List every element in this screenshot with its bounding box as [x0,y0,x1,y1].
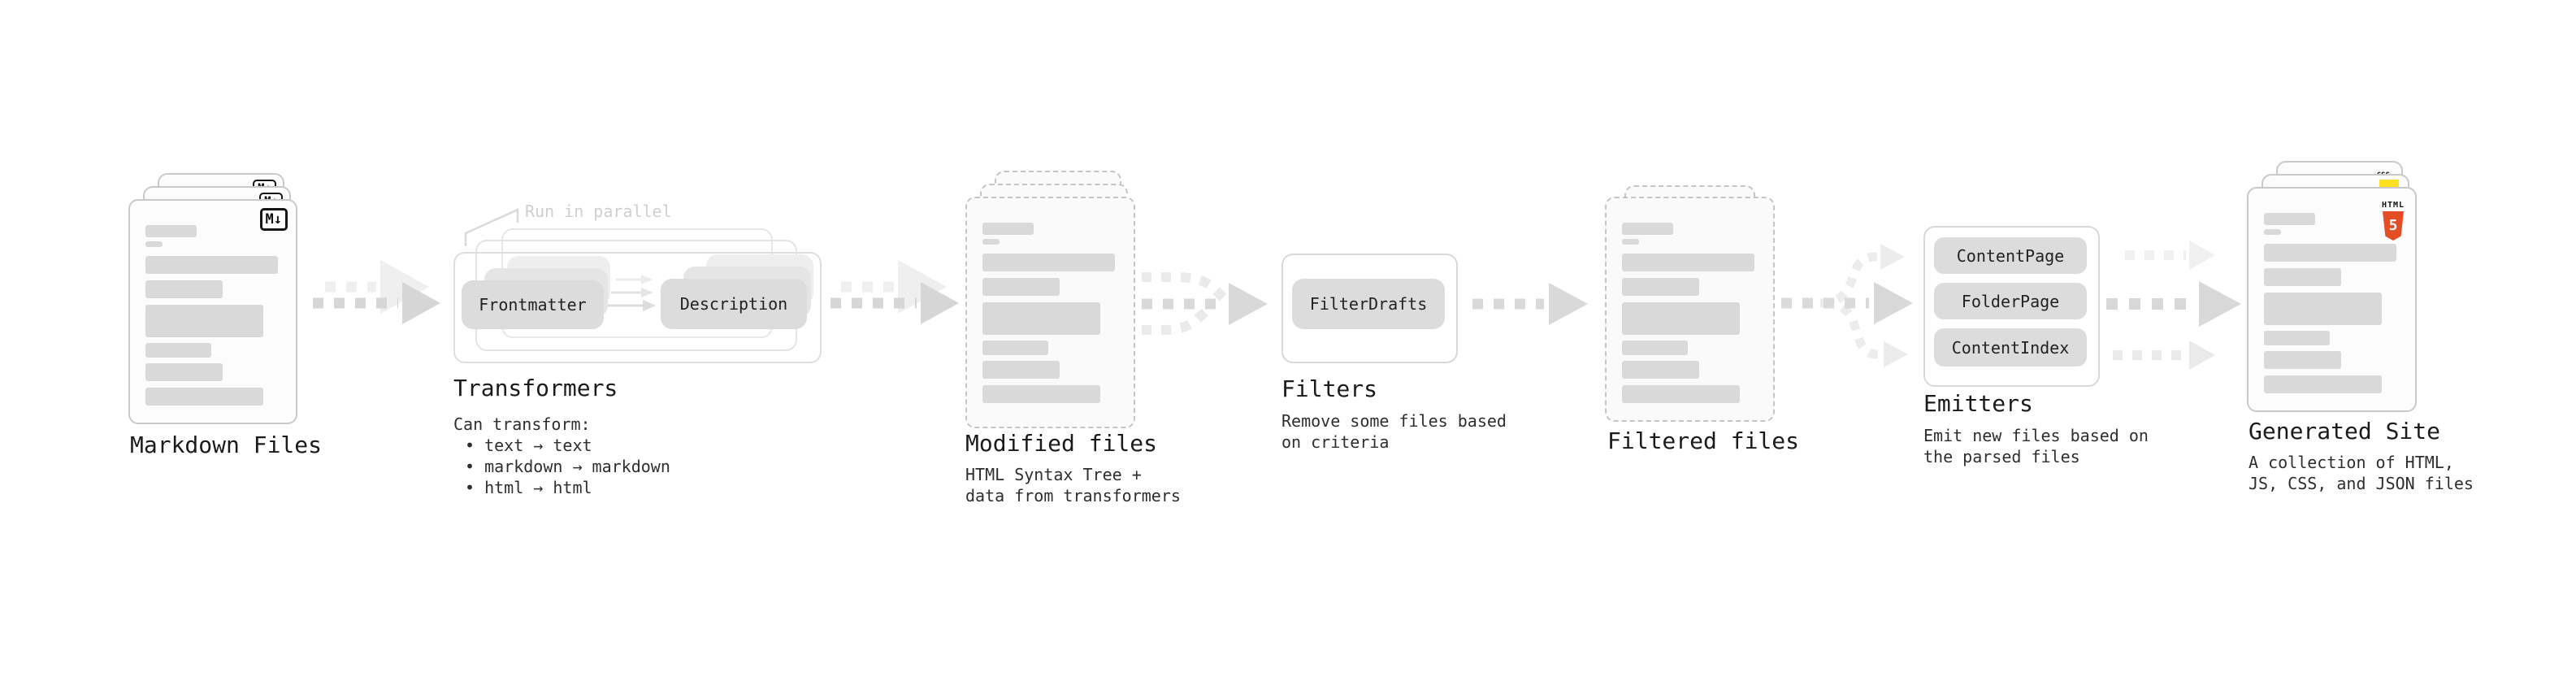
doc-line-placeholder [982,278,1060,296]
html5-icon-digit: 5 [2388,217,2398,234]
contentindex-box: ContentIndex [1934,328,2087,367]
doc-line-placeholder [145,256,278,274]
doc-line-placeholder [145,241,163,247]
emitters-desc-line: the parsed files [1923,447,2080,466]
doc-line-placeholder [145,225,197,237]
doc-line-placeholder [145,343,211,358]
doc-line-placeholder [145,305,263,337]
transformers-description: Can transform: • text → text • markdown … [453,414,670,498]
transformers-desc-heading: Can transform: [453,414,591,434]
arrow-frontmatter-to-description [606,275,656,311]
doc-line-placeholder [1622,239,1639,245]
doc-line-placeholder [2264,351,2341,369]
arrow-filtered-to-emitters-fanout [1781,244,1913,367]
modified-files-label: Modified files [965,430,1158,457]
transformer-card-front [453,252,822,363]
doc-line-placeholder [1622,278,1699,296]
html5-icon: HTML 5 [2381,195,2405,241]
contentpage-box: ContentPage [1934,237,2087,274]
modified-desc-line: data from transformers [965,486,1181,505]
frontmatter-box: Frontmatter [462,280,604,329]
filters-label: Filters [1281,375,1378,402]
doc-line-placeholder [1622,340,1688,355]
doc-line-placeholder [145,280,223,298]
run-in-parallel-annotation: Run in parallel [525,202,672,221]
doc-line-placeholder [982,361,1060,379]
folderpage-box: FolderPage [1934,283,2087,319]
doc-line-placeholder [982,302,1100,335]
doc-line-placeholder [2264,268,2341,286]
arrow-transformers-to-modified [830,260,959,324]
doc-line-placeholder [1622,254,1754,271]
filters-desc-line: on criteria [1281,432,1390,452]
filters-desc-line: Remove some files based [1281,411,1507,431]
modified-desc-line: HTML Syntax Tree + [965,465,1142,484]
doc-line-placeholder [2264,293,2382,325]
doc-line-placeholder [2264,331,2330,345]
doc-line-placeholder [982,223,1034,235]
doc-line-placeholder [1622,302,1740,335]
transformers-label: Transformers [453,375,618,401]
filterdrafts-box: FilterDrafts [1292,279,1445,329]
markdown-files-label: Markdown Files [130,432,323,458]
modified-files-description: HTML Syntax Tree + data from transformer… [965,464,1181,506]
generated-doc-html: HTML 5 [2247,187,2417,412]
generated-desc-line: A collection of HTML, [2249,453,2454,472]
markdown-icon: M↓ [259,208,288,231]
arrow-filters-to-filtered [1472,283,1588,325]
emitters-label: Emitters [1923,390,2033,417]
emitters-desc-line: Emit new files based on [1923,426,2149,445]
doc-line-placeholder [145,363,223,381]
doc-line-placeholder [1622,223,1673,235]
transformers-bullet: • text → text [465,436,592,455]
doc-line-placeholder [2264,213,2315,225]
description-box: Description [661,279,807,329]
doc-line-placeholder [1622,385,1740,403]
doc-line-placeholder [982,340,1048,355]
arrow-emitters-to-generated [2106,241,2241,370]
html5-icon-shield: 5 [2383,211,2404,241]
doc-line-placeholder [982,254,1115,271]
doc-line-placeholder [1622,361,1699,379]
doc-line-placeholder [2264,229,2281,235]
markdown-doc-front: M↓ [128,199,297,424]
arrow-modified-to-filters-merge [1142,272,1268,335]
html5-icon-text: HTML [2381,201,2405,210]
filtered-files-label: Filtered files [1607,427,1800,454]
doc-line-placeholder [2264,244,2396,262]
annotation-leader-line [464,208,519,246]
modified-doc-front [965,197,1135,428]
doc-line-placeholder [982,239,1000,245]
transformers-bullet: • html → html [465,478,592,497]
emitters-description: Emit new files based on the parsed files [1923,425,2149,467]
generated-desc-line: JS, CSS, and JSON files [2249,474,2474,493]
filtered-doc-front [1605,197,1775,422]
generated-site-label: Generated Site [2249,418,2441,445]
generated-site-description: A collection of HTML, JS, CSS, and JSON … [2249,452,2474,494]
doc-line-placeholder [2264,375,2382,393]
filters-description: Remove some files based on criteria [1281,410,1507,453]
doc-line-placeholder [145,388,263,406]
transformers-bullet: • markdown → markdown [465,457,670,476]
doc-line-placeholder [982,385,1100,403]
arrow-markdown-to-transformers [313,260,440,324]
